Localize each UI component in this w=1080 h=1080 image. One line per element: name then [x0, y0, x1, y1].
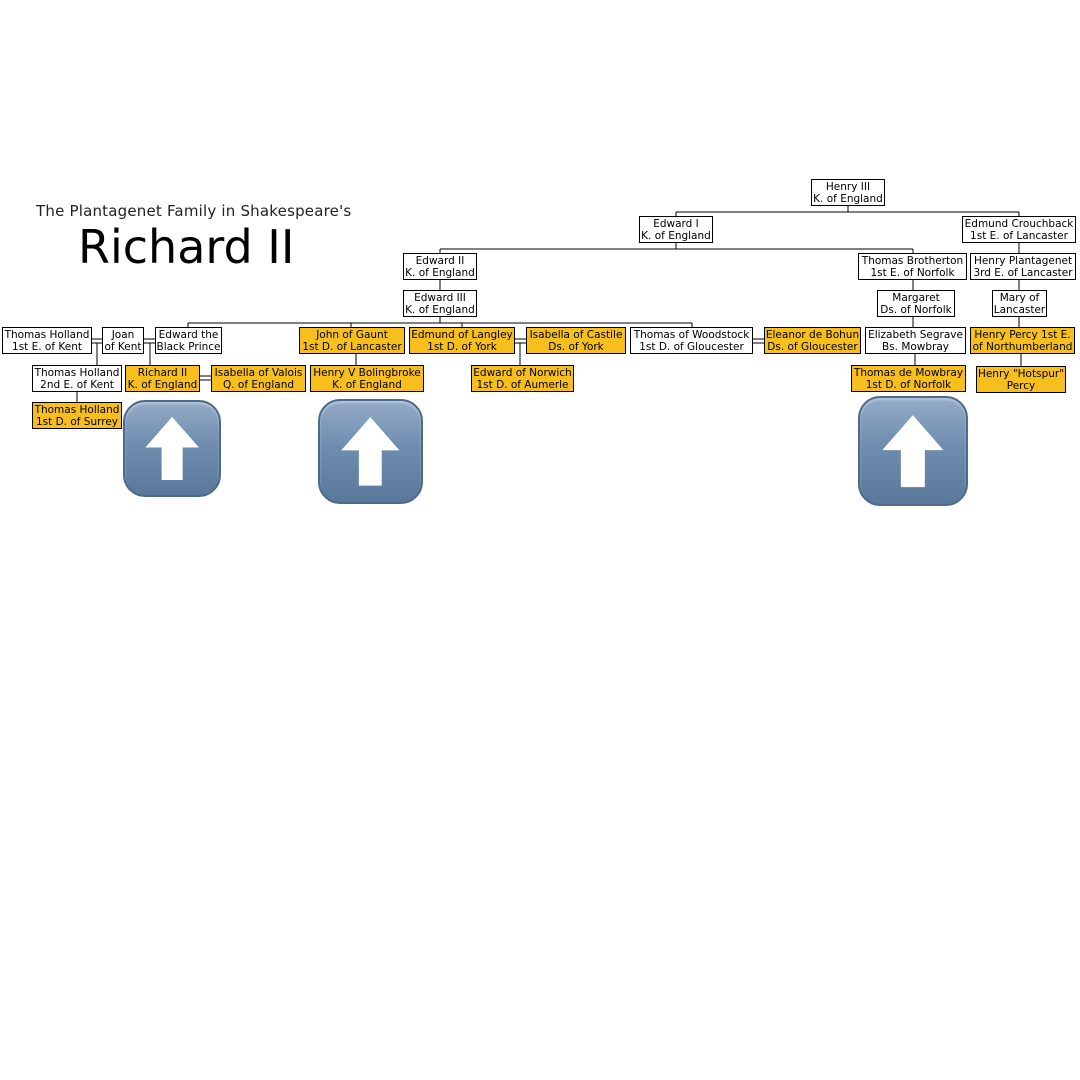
up-arrow-icon	[145, 416, 199, 481]
person-eleanor-de-bohun: Eleanor de Bohun Ds. of Gloucester	[764, 327, 861, 354]
person-henry-plantagenet: Henry Plantagenet 3rd E. of Lancaster	[970, 253, 1076, 280]
person-name: Henry III	[825, 180, 871, 193]
person-thomas-of-woodstock: Thomas of Woodstock 1st D. of Gloucester	[630, 327, 753, 354]
person-henry-percy: Henry Percy 1st E. of Northumberland	[970, 327, 1075, 354]
person-henry-hotspur-percy: Henry "Hotspur" Percy	[976, 366, 1066, 393]
person-title: Percy	[1006, 379, 1036, 392]
person-name: Thomas Holland	[4, 328, 90, 341]
person-title: Lancaster	[993, 303, 1046, 316]
person-title: Q. of England	[222, 378, 295, 391]
person-title: K. of England	[332, 378, 402, 391]
person-title: 1st D. of Aumerle	[476, 378, 569, 391]
diagram-subtitle: The Plantagenet Family in Shakespeare's	[36, 202, 352, 220]
person-name: Isabella of Valois	[214, 366, 303, 379]
up-arrow-button[interactable]	[858, 396, 968, 506]
person-title: 1st D. of Lancaster	[302, 340, 402, 353]
person-title: 1st D. of Gloucester	[639, 340, 744, 353]
person-title: 1st D. of Norfolk	[865, 378, 952, 391]
person-title: of Northumberland	[972, 340, 1073, 353]
person-title: Ds. of Gloucester	[767, 340, 858, 353]
up-arrow-button[interactable]	[318, 399, 423, 504]
person-name: Joan	[111, 328, 135, 341]
person-name: Margaret	[892, 291, 940, 304]
person-name: Edward of Norwich	[473, 366, 572, 379]
up-arrow-icon	[882, 415, 944, 487]
person-name: Henry "Hotspur"	[977, 367, 1065, 380]
person-title: 1st E. of Lancaster	[970, 229, 1068, 242]
person-henry-v-bolingbroke: Henry V Bolingbroke K. of England	[310, 365, 424, 392]
person-title: Bs. Mowbray	[881, 340, 950, 353]
person-title: 1st E. of Norfolk	[870, 266, 955, 279]
person-edmund-of-langley: Edmund of Langley 1st D. of York	[409, 327, 515, 354]
person-thomas-brotherton: Thomas Brotherton 1st E. of Norfolk	[858, 253, 967, 280]
person-name: Mary of	[999, 291, 1040, 304]
person-title: 3rd E. of Lancaster	[973, 266, 1073, 279]
person-thomas-de-mowbray: Thomas de Mowbray 1st D. of Norfolk	[851, 365, 966, 392]
person-thomas-holland-1st-kent: Thomas Holland 1st E. of Kent	[2, 327, 92, 354]
person-name: Edmund of Langley	[411, 328, 513, 341]
person-name: Thomas of Woodstock	[633, 328, 750, 341]
person-isabella-of-valois: Isabella of Valois Q. of England	[211, 365, 306, 392]
diagram-title: Richard II	[78, 220, 295, 274]
person-black-prince: Edward the Black Prince	[155, 327, 222, 354]
person-edward-of-norwich: Edward of Norwich 1st D. of Aumerle	[471, 365, 574, 392]
person-title: of Kent	[104, 340, 142, 353]
person-name: Henry V Bolingbroke	[313, 366, 421, 379]
person-name: Edmund Crouchback	[964, 217, 1074, 230]
person-title: K. of England	[641, 229, 711, 242]
person-thomas-holland-surrey: Thomas Holland 1st D. of Surrey	[32, 402, 122, 429]
person-title: Ds. of York	[548, 340, 604, 353]
person-title: K. of England	[813, 192, 883, 205]
up-arrow-icon	[341, 417, 400, 486]
person-title: 1st D. of Surrey	[35, 415, 119, 428]
person-title: Ds. of Norfolk	[880, 303, 952, 316]
person-thomas-holland-2nd-kent: Thomas Holland 2nd E. of Kent	[32, 365, 122, 392]
person-edward-ii: Edward II K. of England	[403, 253, 477, 280]
person-name: Thomas Holland	[34, 366, 120, 379]
person-edward-iii: Edward III K. of England	[403, 290, 477, 317]
person-name: Thomas Holland	[34, 403, 120, 416]
person-isabella-of-castile: Isabella of Castile Ds. of York	[526, 327, 626, 354]
person-name: Henry Percy 1st E.	[974, 328, 1071, 341]
person-name: John of Gaunt	[316, 328, 388, 341]
person-name: Eleanor de Bohun	[765, 328, 860, 341]
person-name: Isabella of Castile	[529, 328, 623, 341]
person-title: K. of England	[127, 378, 198, 391]
person-name: Edward the	[158, 328, 219, 341]
person-name: Edward I	[653, 217, 699, 230]
person-elizabeth-segrave: Elizabeth Segrave Bs. Mowbray	[865, 327, 966, 354]
person-name: Edward III	[414, 291, 466, 304]
person-name: Edward II	[415, 254, 465, 267]
person-title: K. of England	[405, 266, 475, 279]
person-edward-i: Edward I K. of England	[639, 216, 713, 243]
person-title: 1st D. of York	[427, 340, 497, 353]
person-title: K. of England	[405, 303, 475, 316]
person-title: 2nd E. of Kent	[40, 378, 114, 391]
person-name: Thomas de Mowbray	[853, 366, 964, 379]
person-richard-ii: Richard II K. of England	[125, 365, 200, 392]
person-edmund-crouchback: Edmund Crouchback 1st E. of Lancaster	[962, 216, 1076, 243]
person-joan-of-kent: Joan of Kent	[102, 327, 144, 354]
person-margaret: Margaret Ds. of Norfolk	[877, 290, 955, 317]
person-name: Elizabeth Segrave	[868, 328, 963, 341]
person-name: Thomas Brotherton	[861, 254, 964, 267]
up-arrow-button[interactable]	[123, 400, 221, 497]
person-mary-of-lancaster: Mary of Lancaster	[992, 290, 1047, 317]
person-name: Richard II	[137, 366, 188, 379]
person-name: Henry Plantagenet	[973, 254, 1073, 267]
person-title: 1st E. of Kent	[12, 340, 82, 353]
person-title: Black Prince	[156, 340, 221, 353]
person-henry-iii: Henry III K. of England	[811, 179, 885, 206]
person-john-of-gaunt: John of Gaunt 1st D. of Lancaster	[299, 327, 405, 354]
